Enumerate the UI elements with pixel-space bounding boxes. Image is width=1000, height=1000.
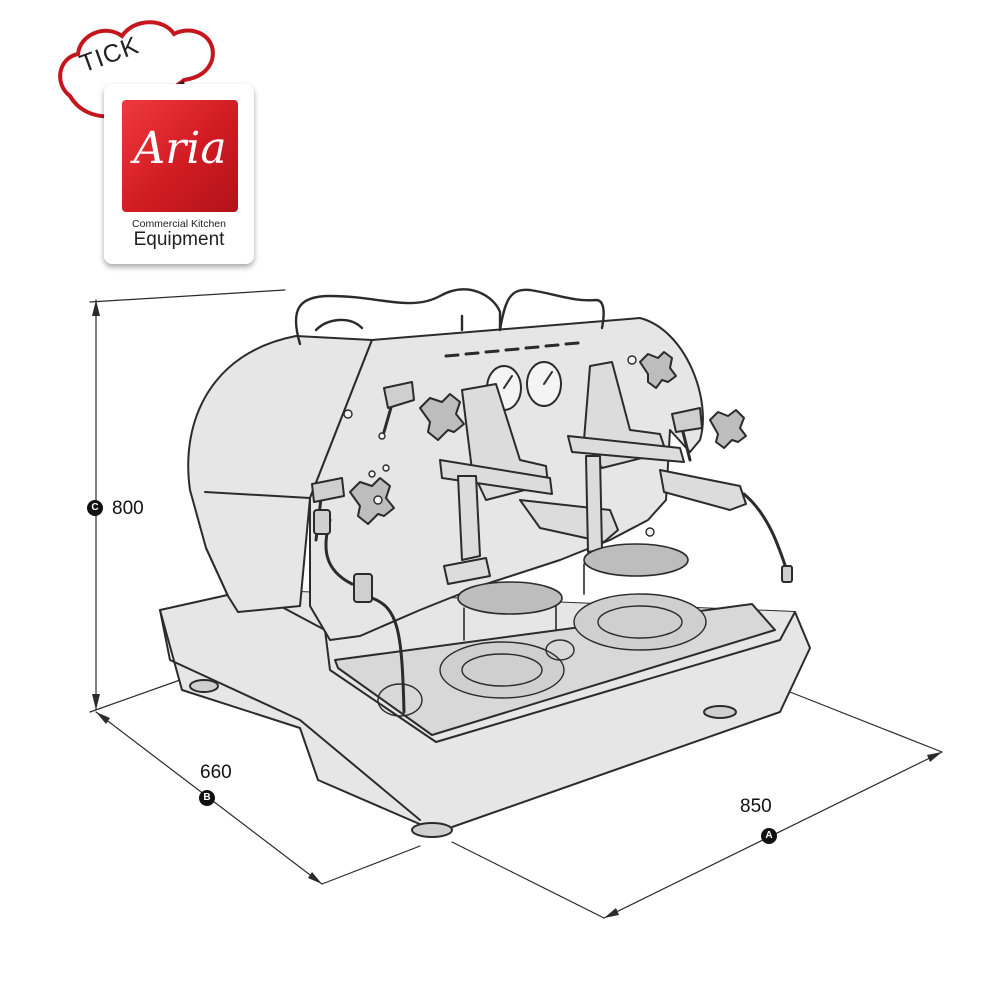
steam-knob	[349, 351, 747, 525]
dimension-badge-b: B	[199, 790, 215, 806]
dimension-width-value: 850	[740, 796, 772, 817]
steam-valve	[311, 381, 793, 603]
logo-tagline: Equipment	[133, 229, 225, 250]
dimension-depth-value: 660	[200, 762, 232, 783]
panel-screw	[343, 355, 655, 537]
brand-logo: Aria Commercial Kitchen Equipment TICK	[52, 14, 262, 274]
dimension-badge-a: A	[761, 828, 777, 844]
dimension-height-value: 800	[112, 498, 144, 519]
dimension-lines	[89, 289, 943, 919]
vent-slots	[444, 341, 580, 358]
cup-rail	[294, 288, 605, 346]
cup-grid	[457, 543, 689, 641]
dimension-badge-c: C	[87, 500, 103, 516]
logo-red-panel	[122, 100, 238, 212]
logo-subtitle: Commercial Kitchen	[132, 218, 226, 230]
machine-base	[159, 589, 811, 838]
group-head-right	[567, 361, 747, 553]
machine-side-panel	[187, 335, 373, 613]
drip-tray-grate	[377, 593, 707, 717]
logo-brand-name: Aria	[133, 123, 227, 174]
